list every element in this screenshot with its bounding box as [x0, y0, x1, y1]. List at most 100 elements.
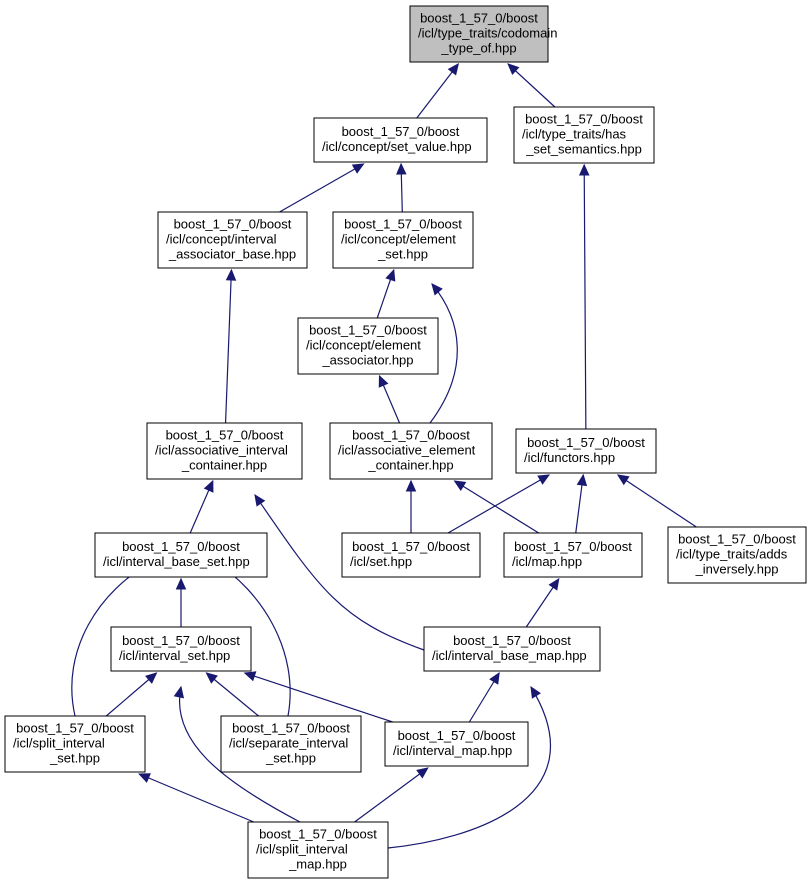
- node-box-interval_base_set: [94, 532, 268, 578]
- edges-layer: [71, 63, 697, 849]
- edge-split_interval_set-to-interval_set-line: [105, 672, 157, 717]
- node-label-line: /icl/interval_base_set.hpp: [103, 554, 250, 569]
- edge-set-to-associative_element_container-arrowhead: [405, 479, 417, 492]
- node-label-line: _associator_base.hpp: [168, 247, 296, 262]
- edge-split_interval_set-to-interval_set-arrowhead: [145, 672, 158, 684]
- edge-associative_interval_container-to-interval_associator_base-line: [224, 269, 233, 424]
- node-label-line: _container.hpp: [367, 458, 453, 473]
- node-label-line: _set_semantics.hpp: [525, 142, 642, 157]
- node-separate_interval_set[interactable]: boost_1_57_0/boost/icl/separate_interval…: [220, 715, 362, 773]
- node-label-line: /icl/type_traits/codomain: [418, 26, 557, 41]
- node-label-line: _set.hpp: [377, 247, 428, 262]
- node-element_associator[interactable]: boost_1_57_0/boost/icl/concept/element_a…: [297, 317, 439, 375]
- edge-interval_base_map-to-map: [525, 577, 560, 628]
- node-label-line: /icl/concept/interval: [166, 232, 277, 247]
- edge-interval_base_map-to-associative_interval_container-line: [254, 494, 425, 651]
- edge-split_interval_map-to-interval_map-arrowhead: [416, 767, 429, 779]
- edge-split_interval_map-to-interval_base_map-arrowhead: [530, 685, 541, 699]
- edge-interval_set-to-interval_base_set: [175, 577, 187, 627]
- node-box-has_set_semantics: [513, 106, 655, 164]
- node-element_set[interactable]: boost_1_57_0/boost/icl/concept/element_s…: [332, 211, 474, 269]
- node-label-line: _inversely.hpp: [695, 562, 779, 577]
- node-box-element_associator: [297, 317, 439, 375]
- edge-interval_base_set-to-associative_interval_container-arrowhead: [203, 479, 214, 493]
- edge-set_value-to-codomain_type_of-arrowhead: [447, 63, 460, 76]
- edge-functors-to-has_set_semantics-arrowhead: [578, 163, 590, 176]
- node-label-line: boost_1_57_0/boost: [398, 728, 516, 743]
- node-label-line: /icl/associative_interval: [155, 443, 288, 458]
- edge-functors-to-has_set_semantics-line: [583, 164, 587, 430]
- edge-associative_element_container-to-element_set-line: [429, 283, 458, 424]
- node-label-line: /icl/map.hpp: [512, 554, 582, 569]
- node-label-line: boost_1_57_0/boost: [352, 539, 470, 554]
- node-label-line: /icl/set.hpp: [350, 554, 412, 569]
- node-box-associative_interval_container: [146, 422, 303, 480]
- edge-adds_inversely-to-functors: [616, 474, 697, 528]
- edge-interval_map-to-interval_base_map: [468, 671, 500, 723]
- edge-interval_map-to-interval_set-line: [244, 672, 393, 723]
- edge-associative_element_container-to-element_set: [429, 283, 458, 424]
- edge-associative_element_container-to-element_associator: [378, 374, 401, 424]
- edge-split_interval_map-to-interval_map: [354, 767, 429, 823]
- node-has_set_semantics[interactable]: boost_1_57_0/boost/icl/type_traits/has_s…: [513, 106, 655, 164]
- node-label-line: boost_1_57_0/boost: [514, 539, 632, 554]
- node-label-line: boost_1_57_0/boost: [352, 428, 470, 443]
- node-associative_element_container[interactable]: boost_1_57_0/boost/icl/associative_eleme…: [329, 422, 493, 480]
- edge-split_interval_map-to-interval_set-line: [179, 686, 301, 823]
- node-interval_base_map[interactable]: boost_1_57_0/boost/icl/interval_base_map…: [423, 626, 601, 672]
- edge-split_interval_map-to-interval_base_map-line: [387, 686, 552, 849]
- node-label-line: boost_1_57_0/boost: [678, 532, 796, 547]
- edge-interval_associator_base-to-set_value-arrowhead: [351, 163, 365, 174]
- edge-adds_inversely-to-functors-line: [617, 474, 697, 528]
- node-functors[interactable]: boost_1_57_0/boost/icl/functors.hpp: [515, 428, 657, 474]
- node-label-line: _set.hpp: [265, 751, 316, 766]
- node-interval_base_set[interactable]: boost_1_57_0/boost/icl/interval_base_set…: [94, 532, 268, 578]
- node-label-line: /icl/separate_interval: [229, 736, 348, 751]
- node-box-set: [341, 532, 481, 578]
- edge-split_interval_map-to-split_interval_set-line: [138, 773, 255, 823]
- edge-split_interval_map-to-interval_map-line: [354, 767, 429, 823]
- node-associative_interval_container[interactable]: boost_1_57_0/boost/icl/associative_inter…: [146, 422, 303, 480]
- node-box-element_set: [332, 211, 474, 269]
- edge-associative_interval_container-to-interval_associator_base: [224, 268, 237, 424]
- node-set[interactable]: boost_1_57_0/boost/icl/set.hpp: [341, 532, 481, 578]
- node-interval_set[interactable]: boost_1_57_0/boost/icl/interval_set.hpp: [110, 626, 252, 672]
- node-label-line: boost_1_57_0/boost: [174, 217, 292, 232]
- edge-interval_associator_base-to-set_value: [279, 163, 365, 213]
- node-label-line: boost_1_57_0/boost: [232, 721, 350, 736]
- node-label-line: /icl/type_traits/adds: [676, 547, 788, 562]
- edge-set-to-functors: [447, 474, 551, 534]
- edge-associative_element_container-to-element_set-arrowhead: [431, 283, 443, 296]
- node-split_interval_map[interactable]: boost_1_57_0/boost/icl/split_interval_ma…: [247, 821, 389, 879]
- node-label-line: boost_1_57_0/boost: [453, 633, 571, 648]
- node-adds_inversely[interactable]: boost_1_57_0/boost/icl/type_traits/adds_…: [667, 526, 807, 584]
- node-label-line: /icl/concept/set_value.hpp: [322, 139, 472, 154]
- node-label-line: boost_1_57_0/boost: [420, 11, 538, 26]
- node-label-line: _map.hpp: [288, 857, 347, 872]
- node-interval_map[interactable]: boost_1_57_0/boost/icl/interval_map.hpp: [384, 721, 529, 767]
- edge-interval_base_map-to-associative_interval_container-arrowhead: [254, 493, 266, 507]
- node-interval_associator_base[interactable]: boost_1_57_0/boost/icl/concept/interval_…: [157, 211, 308, 269]
- node-box-interval_set: [110, 626, 252, 672]
- nodes-layer: boost_1_57_0/boost/icl/type_traits/codom…: [4, 5, 807, 879]
- edge-interval_map-to-interval_set: [243, 671, 393, 723]
- node-label-line: /icl/split_interval: [13, 736, 105, 751]
- node-codomain_type_of: boost_1_57_0/boost/icl/type_traits/codom…: [409, 5, 557, 63]
- node-box-functors: [515, 428, 657, 474]
- node-label-line: _set.hpp: [49, 751, 100, 766]
- node-box-map: [503, 532, 643, 578]
- node-set_value[interactable]: boost_1_57_0/boost/icl/concept/set_value…: [313, 117, 488, 163]
- edge-has_set_semantics-to-codomain_type_of: [507, 63, 556, 108]
- node-label-line: /icl/interval_map.hpp: [393, 743, 512, 758]
- node-map[interactable]: boost_1_57_0/boost/icl/map.hpp: [503, 532, 643, 578]
- node-label-line: /icl/interval_set.hpp: [119, 648, 230, 663]
- edge-map-to-functors-arrowhead: [576, 473, 588, 487]
- node-box-split_interval_set: [4, 715, 146, 773]
- edge-separate_interval_set-to-interval_set-line: [206, 672, 259, 717]
- node-label-line: boost_1_57_0/boost: [122, 539, 240, 554]
- node-box-codomain_type_of: [409, 5, 549, 63]
- edge-has_set_semantics-to-codomain_type_of-line: [507, 63, 556, 108]
- node-label-line: /icl/concept/element: [341, 232, 456, 247]
- node-split_interval_set[interactable]: boost_1_57_0/boost/icl/split_interval_se…: [4, 715, 146, 773]
